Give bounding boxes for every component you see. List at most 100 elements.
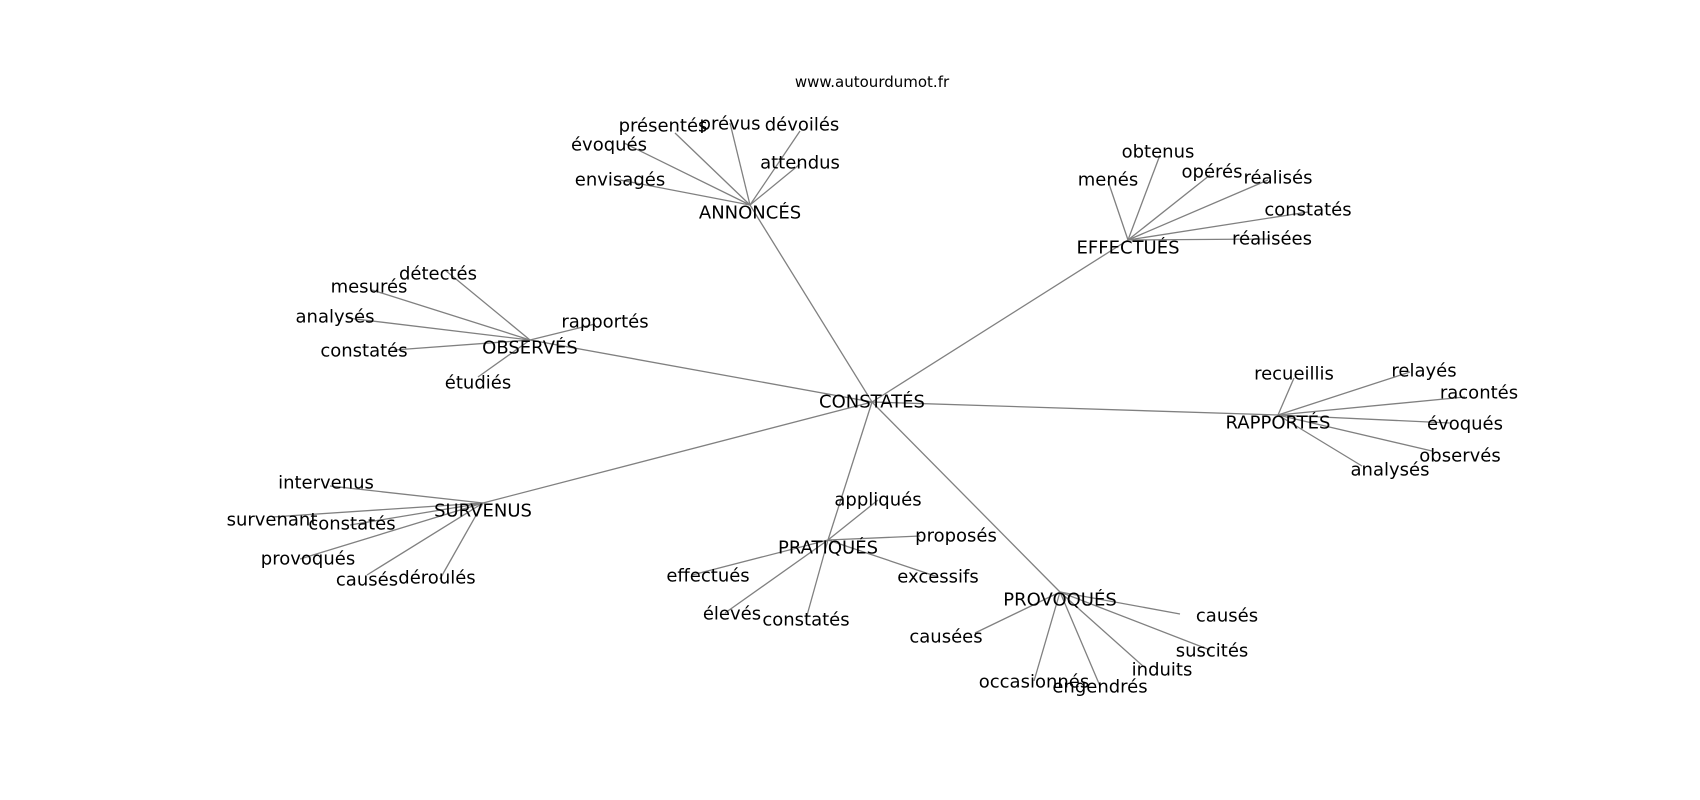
leaf-edge: [974, 591, 1061, 634]
hub-node-label: EFFECTUÉS: [1077, 237, 1180, 259]
leaf-node-label: excessifs: [897, 567, 979, 588]
leaf-edge: [1127, 154, 1161, 241]
leaf-node-label: recueillis: [1254, 364, 1334, 385]
leaf-node-label: présentés: [619, 116, 708, 137]
leaf-node-label: dévoilés: [765, 115, 840, 136]
leaf-edge: [393, 339, 531, 351]
leaf-node-label: réalisées: [1232, 229, 1312, 250]
leaf-node-label: évoqués: [1427, 414, 1503, 435]
leaf-node-label: observés: [1419, 446, 1500, 467]
leaf-edge: [749, 163, 801, 206]
graph-edges: [271, 122, 1466, 687]
center-edge: [827, 401, 873, 541]
leaf-edge: [1107, 180, 1129, 241]
leaf-node-label: provoqués: [261, 549, 355, 570]
leaf-node-label: causés: [336, 570, 398, 591]
leaf-edge: [674, 132, 751, 206]
center-node-label: CONSTATÉS: [819, 391, 925, 413]
leaf-edge: [1277, 396, 1466, 416]
hub-node-label: OBSERVÉS: [482, 337, 578, 359]
center-edge: [871, 401, 1061, 593]
leaf-node-label: étudiés: [445, 373, 511, 394]
leaf-edge: [691, 539, 829, 576]
leaf-edge: [329, 485, 484, 504]
hub-node-label: SURVENUS: [434, 501, 532, 522]
leaf-node-label: constatés: [1264, 200, 1351, 221]
leaf-node-label: proposés: [915, 526, 997, 547]
leaf-node-label: appliqués: [834, 490, 921, 511]
leaf-edge: [749, 130, 801, 206]
leaf-edge: [1059, 591, 1181, 615]
hub-node-label: PROVOQUÉS: [1003, 589, 1117, 611]
leaf-edge: [477, 339, 531, 378]
leaf-node-label: relayés: [1391, 361, 1456, 382]
leaf-edge: [1127, 211, 1309, 241]
leaf-node-label: détectés: [399, 264, 477, 285]
center-edge: [871, 401, 1279, 416]
leaf-edge: [529, 323, 596, 341]
leaf-node-label: obtenus: [1122, 142, 1195, 163]
leaf-edge: [619, 179, 751, 206]
leaf-edge: [349, 502, 484, 526]
hub-node-label: ANNONCÉS: [699, 202, 801, 224]
leaf-node-label: analysés: [1351, 460, 1430, 481]
leaf-node-label: induits: [1132, 660, 1193, 681]
leaf-node-label: mesurés: [331, 277, 408, 298]
leaf-node-label: rapportés: [561, 312, 648, 333]
leaf-edge: [1059, 591, 1211, 651]
hub-node-label: RAPPORTÉS: [1226, 412, 1331, 434]
leaf-node-label: intervenus: [278, 473, 374, 494]
leaf-edge: [1127, 174, 1211, 241]
leaf-node-label: déroulés: [398, 568, 475, 589]
leaf-node-label: constatés: [762, 610, 849, 631]
hub-node-label: PRATIQUÉS: [778, 537, 878, 559]
leaf-edge: [827, 499, 879, 541]
leaf-node-label: réalisés: [1244, 168, 1313, 189]
leaf-node-label: attendus: [760, 153, 840, 174]
leaf-edge: [1277, 414, 1451, 424]
leaf-node-label: suscités: [1176, 641, 1249, 662]
center-edge: [482, 401, 873, 504]
center-edge: [871, 239, 1129, 403]
leaf-edge: [1277, 371, 1411, 416]
leaf-node-label: envisagés: [575, 170, 665, 191]
leaf-node-label: évoqués: [571, 135, 647, 156]
leaf-node-label: causées: [909, 627, 982, 648]
leaf-node-label: engendrés: [1052, 677, 1147, 698]
leaf-edge: [299, 502, 484, 560]
center-edge: [529, 339, 873, 403]
leaf-edge: [271, 502, 484, 518]
leaf-edge: [1127, 238, 1271, 241]
leaf-edge: [371, 289, 531, 341]
leaf-edge: [1059, 591, 1145, 668]
leaf-edge: [1277, 377, 1295, 416]
leaf-node-label: constatés: [308, 514, 395, 535]
leaf-edge: [1033, 591, 1061, 682]
leaf-node-label: occasionnés: [979, 672, 1090, 693]
leaf-edge: [1059, 591, 1101, 687]
leaf-node-label: causés: [1196, 606, 1258, 627]
leaf-node-label: constatés: [320, 341, 407, 362]
leaf-edge: [1277, 414, 1363, 467]
leaf-edge: [1277, 414, 1433, 452]
leaf-edge: [724, 539, 829, 614]
leaf-edge: [729, 122, 751, 206]
leaf-edge: [1127, 179, 1269, 241]
leaf-edge: [366, 502, 484, 576]
leaf-node-label: élevés: [703, 604, 761, 625]
leaf-node-label: analysés: [296, 307, 375, 328]
leaf-node-label: menés: [1078, 170, 1138, 191]
leaf-edge: [827, 535, 921, 541]
leaf-node-label: opérés: [1182, 162, 1243, 183]
leaf-node-label: survenant: [227, 510, 318, 531]
center-edge: [749, 204, 873, 403]
leaf-edge: [827, 539, 939, 578]
leaf-edge: [623, 142, 751, 206]
watermark: www.autourdumot.fr: [795, 73, 950, 91]
leaf-edge: [439, 502, 484, 580]
leaf-edge: [444, 269, 531, 341]
leaf-node-label: prévus: [700, 114, 761, 135]
leaf-node-label: effectués: [666, 566, 749, 587]
leaf-node-label: racontés: [1440, 383, 1518, 404]
